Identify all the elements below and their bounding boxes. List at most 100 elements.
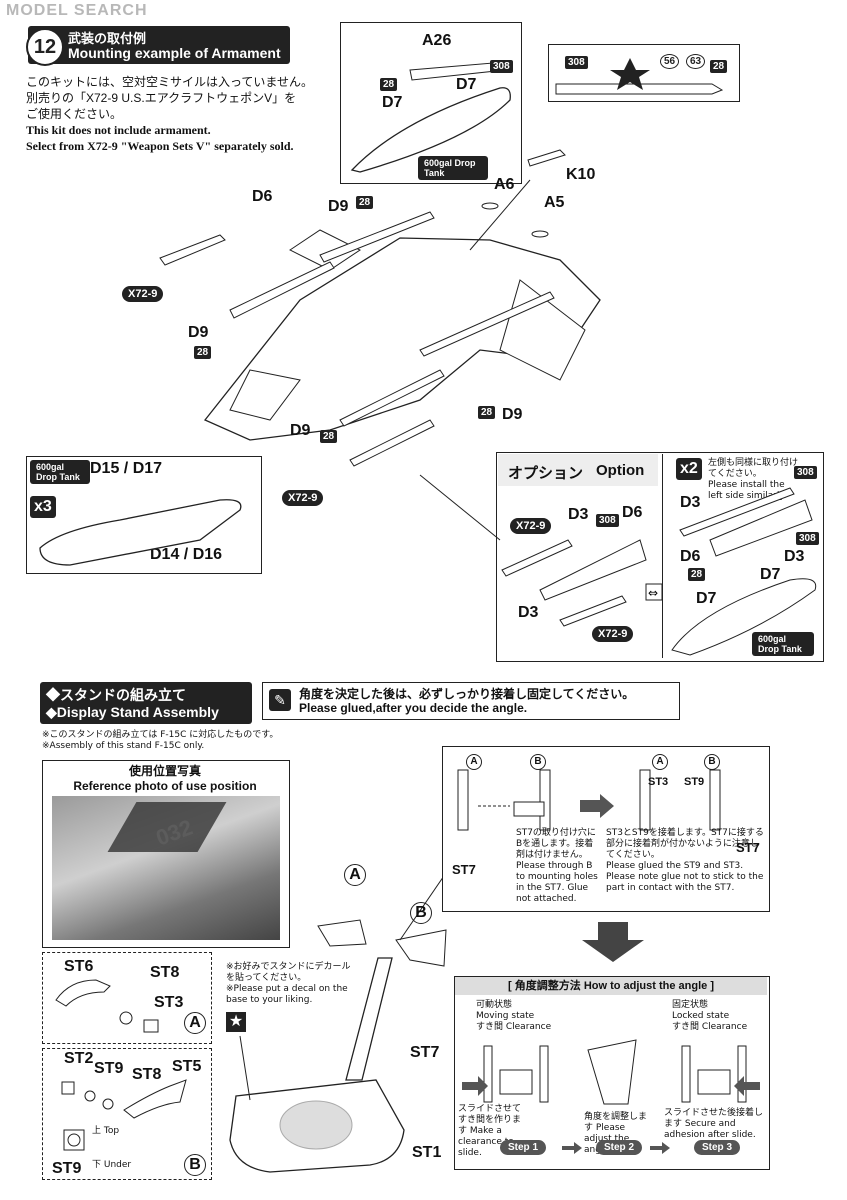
option-right-D3-mid: D3 — [784, 548, 805, 565]
label-A5: A5 — [544, 194, 565, 211]
decal-28-d: 28 — [194, 346, 212, 359]
label-D15-D17: D15 / D17 — [90, 460, 163, 477]
note-en-1: This kit does not include armament. — [26, 123, 211, 137]
detail-note-2-jp: ST3とST9を接着します。ST7に接する部分に接着剤が付かないように注意してく… — [606, 828, 764, 860]
parts-box-B — [42, 1048, 212, 1180]
stand-title-en: ◆Display Stand Assembly — [46, 704, 219, 720]
detail-badge-A2: A — [652, 754, 668, 770]
label-ST3: ST3 — [154, 994, 184, 1011]
detail-note-2-en: Please glued the ST9 and ST3. Please not… — [606, 861, 764, 893]
label-ST8-a: ST8 — [150, 964, 180, 981]
option-note-en: Please install the left side similarly. — [708, 480, 787, 501]
detail-label-ST3: ST3 — [648, 776, 669, 788]
reference-photo: 032 — [52, 796, 280, 940]
decal-28-c: 28 — [356, 196, 374, 209]
detail-badge-A1: A — [466, 754, 482, 770]
option-title-jp: オプション — [508, 465, 584, 482]
option-note-jp: 左側も同様に取り付けてください。 — [708, 458, 799, 479]
label-ST1: ST1 — [412, 1144, 442, 1161]
angle-title-jp: [ 角度調整方法 — [508, 980, 581, 992]
step1-note: スライドさせてすき間を作ります Make a clearance to slid… — [458, 1104, 522, 1158]
detail-label-ST7-b: ST7 — [736, 840, 760, 855]
label-ST9-a: ST9 — [94, 1060, 124, 1077]
decal-28-e: 28 — [478, 406, 496, 419]
locked-en: Locked state — [672, 1011, 730, 1021]
step12-title-jp: 武装の取付例 — [68, 31, 147, 46]
label-K10: K10 — [566, 166, 596, 183]
option-label-D3-top: D3 — [568, 506, 589, 523]
option-right-28: 28 — [688, 568, 706, 581]
option-X72-9-top: X72-9 — [510, 518, 552, 534]
option-note: 左側も同様に取り付けてください。 Please install the left… — [708, 458, 798, 502]
weapon-set-X72-9-left: X72-9 — [122, 286, 164, 302]
option-divider — [662, 454, 663, 658]
photo-caption-jp: 使用位置写真 — [128, 764, 201, 778]
detail-label-ST9: ST9 — [684, 776, 705, 788]
note-jp-3: ご使用ください。 — [26, 107, 123, 121]
decal-note: ※お好みでスタンドにデカールを貼ってください。 ※Please put a de… — [226, 962, 354, 1006]
option-right-D7-b: D7 — [696, 590, 717, 607]
step12-header: 12 武装の取付例 Mounting example of Armament — [26, 26, 290, 66]
stand-note-jp: ※このスタンドの組み立ては F-15C に対応したものです。 — [42, 730, 279, 740]
label-D9-bottom: D9 — [290, 422, 311, 439]
star-decal-icon: ★ — [226, 1012, 246, 1032]
badge-B-assembly: B — [410, 902, 432, 924]
armament-note: このキットには、空対空ミサイルは入っていません。 別売りの「X72-9 U.S.… — [26, 74, 313, 154]
tank-label: 600gal Drop Tank — [418, 156, 488, 180]
step3-badge: Step 3 — [694, 1140, 741, 1155]
step-number-badge: 12 — [26, 28, 64, 66]
decal-308: 308 — [490, 60, 513, 73]
stand-note-en: ※Assembly of this stand F-15C only. — [42, 741, 205, 751]
label-ST2: ST2 — [64, 1050, 94, 1067]
step1-badge: Step 1 — [500, 1140, 547, 1155]
step12-title-en: Mounting example of Armament — [68, 45, 281, 61]
decal-note-en: ※Please put a decal on the base to your … — [226, 984, 348, 1005]
orientation-top: 上 Top — [92, 1126, 119, 1137]
decal-28-b: 28 — [710, 60, 728, 73]
top-en: Top — [103, 1126, 120, 1136]
decal-28-f: 28 — [320, 430, 338, 443]
option-right-D3-top: D3 — [680, 494, 701, 511]
option-right-308-top: 308 — [794, 466, 817, 479]
label-D6: D6 — [252, 188, 273, 205]
droptank-box-label: 600gal Drop Tank — [30, 460, 90, 484]
glue-text-en: Please glued,after you decide the angle. — [299, 701, 528, 715]
label-A26: A26 — [422, 32, 452, 49]
option-header — [498, 454, 658, 486]
step2-badge: Step 2 — [596, 1140, 643, 1155]
decal-63: 63 — [686, 54, 706, 69]
detail-note-1-jp: ST7の取り付け穴にBを通します。接着剤は付けません。 — [516, 828, 596, 860]
option-box — [496, 452, 824, 662]
top-jp: 上 — [92, 1126, 102, 1136]
watermark: MODEL SEARCH — [6, 2, 148, 19]
under-en: Under — [103, 1160, 132, 1170]
detail-label-ST7: ST7 — [452, 862, 476, 877]
note-en-2: Select from X72-9 "Weapon Sets V" separa… — [26, 139, 294, 153]
detail-note-2: ST3とST9を接着します。ST7に接する部分に接着剤が付かないように注意してく… — [606, 828, 766, 894]
badge-A-assembly: A — [344, 864, 366, 886]
svg-text:⇔: ⇔ — [648, 586, 658, 600]
label-ST7: ST7 — [410, 1044, 440, 1061]
multiplier-x2: x2 — [676, 458, 702, 480]
decal-28: 28 — [380, 78, 398, 91]
angle-adjust-header: [ 角度調整方法 How to adjust the angle ] — [455, 977, 767, 995]
photo-caption: 使用位置写真 Reference photo of use position — [42, 762, 288, 793]
label-D7-left: D7 — [382, 94, 403, 111]
under-jp: 下 — [92, 1160, 102, 1170]
moving-jp: 可動状態 — [476, 1000, 513, 1010]
stand-title-jp: ◆スタンドの組み立て — [46, 687, 186, 703]
option-title-en: Option — [596, 462, 645, 479]
label-ST6: ST6 — [64, 958, 94, 975]
label-D7-right: D7 — [456, 76, 477, 93]
label-D9-top: D9 — [328, 198, 349, 215]
note-jp-2: 別売りの「X72-9 U.S.エアクラフトウェポンV」を — [26, 91, 297, 105]
multiplier-x3: x3 — [30, 496, 56, 518]
step3-note: スライドさせた後接着します Secure and adhesion after … — [664, 1108, 764, 1140]
orientation-under: 下 Under — [92, 1160, 131, 1171]
